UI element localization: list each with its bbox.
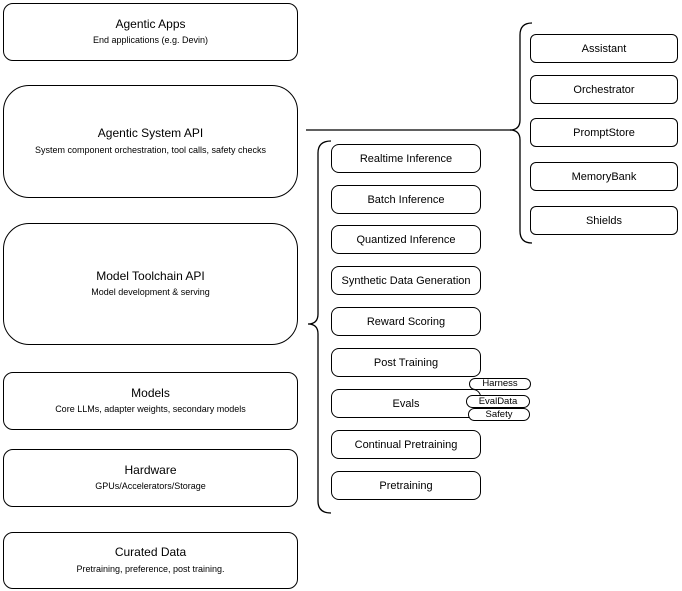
node-quantized-inference: Quantized Inference	[331, 225, 481, 254]
box-curated-data-subtitle: Pretraining, preference, post training.	[76, 563, 225, 574]
node-continual-pretraining: Continual Pretraining	[331, 430, 481, 459]
box-agentic-apps-subtitle: End applications (e.g. Devin)	[92, 35, 209, 46]
node-realtime-inference: Realtime Inference	[331, 144, 481, 173]
box-agentic-system-api-subtitle: System component orchestration, tool cal…	[34, 144, 267, 155]
node-pretraining: Pretraining	[331, 471, 481, 500]
node-memorybank: MemoryBank	[530, 162, 678, 191]
node-shields: Shields	[530, 206, 678, 235]
box-models-subtitle: Core LLMs, adapter weights, secondary mo…	[55, 404, 246, 415]
node-batch-inference: Batch Inference	[331, 185, 481, 214]
box-models: Models Core LLMs, adapter weights, secon…	[3, 372, 298, 430]
node-orchestrator: Orchestrator	[530, 75, 678, 104]
node-synthetic-data-generation: Synthetic Data Generation	[331, 266, 481, 295]
tag-safety: Safety	[468, 408, 530, 421]
box-model-toolchain-api: Model Toolchain API Model development & …	[3, 223, 298, 345]
box-hardware-title: Hardware	[124, 462, 177, 477]
box-model-toolchain-api-title: Model Toolchain API	[96, 268, 205, 283]
box-agentic-apps-title: Agentic Apps	[115, 16, 186, 31]
box-agentic-system-api: Agentic System API System component orch…	[3, 85, 298, 198]
box-hardware-subtitle: GPUs/Accelerators/Storage	[95, 481, 206, 492]
right-group-bracket	[509, 22, 533, 244]
box-agentic-system-api-title: Agentic System API	[97, 126, 204, 141]
box-models-title: Models	[131, 385, 170, 400]
box-model-toolchain-api-subtitle: Model development & serving	[91, 287, 210, 298]
node-post-training: Post Training	[331, 348, 481, 377]
node-reward-scoring: Reward Scoring	[331, 307, 481, 336]
middle-group-bracket	[307, 140, 332, 514]
node-assistant: Assistant	[530, 34, 678, 63]
box-curated-data-title: Curated Data	[114, 545, 187, 560]
box-curated-data: Curated Data Pretraining, preference, po…	[3, 532, 298, 589]
box-agentic-apps: Agentic Apps End applications (e.g. Devi…	[3, 3, 298, 61]
node-promptstore: PromptStore	[530, 118, 678, 147]
tag-evaldata: EvalData	[466, 395, 530, 408]
tag-harness: Harness	[469, 378, 531, 390]
box-hardware: Hardware GPUs/Accelerators/Storage	[3, 449, 298, 507]
node-evals: Evals	[331, 389, 481, 418]
